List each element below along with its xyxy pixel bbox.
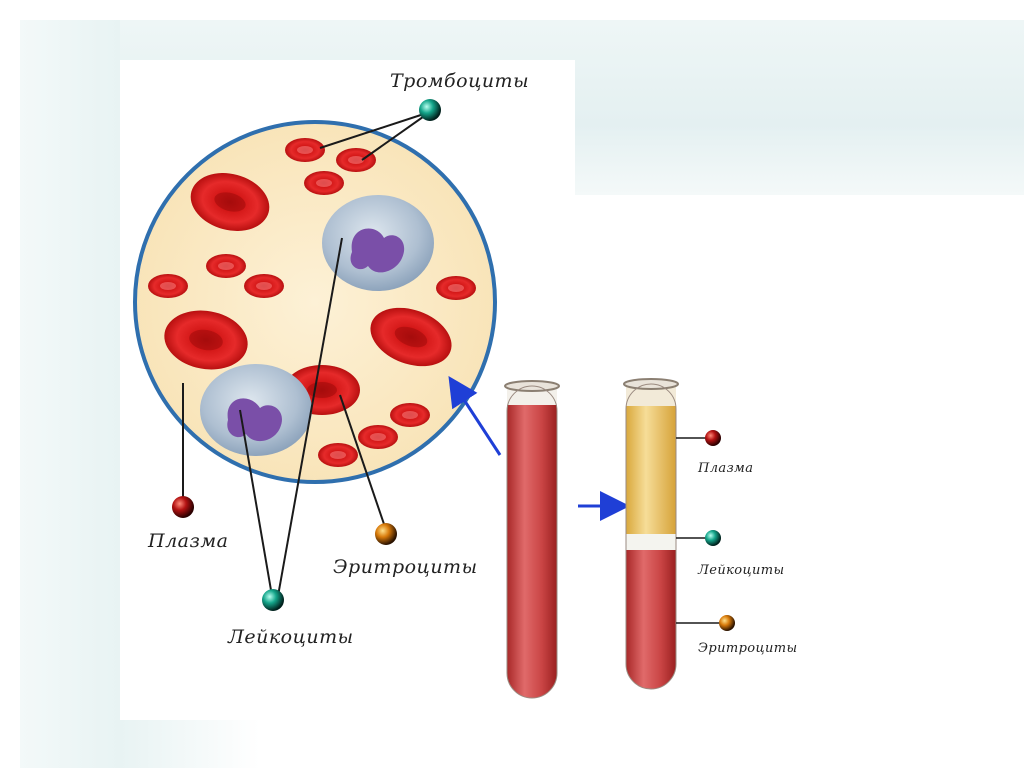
erythrocyte-cell bbox=[164, 310, 248, 370]
leukocyte-cell bbox=[322, 195, 434, 291]
erythrocyte-small bbox=[244, 274, 284, 298]
erythrocyte-small bbox=[390, 403, 430, 427]
plasma-marker-icon bbox=[172, 496, 194, 518]
erythrocyte-small bbox=[436, 276, 476, 300]
label-plasma: Плазма bbox=[148, 530, 229, 552]
platelet-cell bbox=[285, 138, 325, 162]
tube-plasma-marker-icon bbox=[705, 430, 721, 446]
leukocyte-cell bbox=[200, 364, 312, 456]
tube-label-erythrocytes: Эритроциты bbox=[698, 641, 798, 656]
label-leukocytes: Лейкоциты bbox=[228, 626, 354, 648]
erythrocyte-cell bbox=[190, 173, 270, 231]
erythrocyte-small bbox=[318, 443, 358, 467]
erythrocyte-small bbox=[358, 425, 398, 449]
background-band-bottom bbox=[120, 720, 260, 768]
leader-lines bbox=[182, 111, 431, 597]
tube-erythrocytes-marker-icon bbox=[719, 615, 735, 631]
magnify-arrow bbox=[448, 375, 502, 456]
label-erythrocytes: Эритроциты bbox=[333, 556, 478, 578]
background-band-left bbox=[20, 20, 120, 768]
whole-blood-tube bbox=[504, 380, 560, 699]
tube-leukocytes-marker-icon bbox=[705, 530, 721, 546]
erythrocyte-small bbox=[206, 254, 246, 278]
platelet-cell bbox=[304, 171, 344, 195]
tube-label-plasma: Плазма bbox=[698, 461, 754, 476]
separated-blood-tube bbox=[623, 378, 679, 690]
magnified-blood-sample bbox=[133, 120, 497, 484]
tube-label-leukocytes: Лейкоциты bbox=[698, 563, 785, 578]
leukocytes-marker-icon bbox=[262, 589, 284, 611]
tube-leader-lines bbox=[676, 437, 720, 624]
platelet-cell bbox=[336, 148, 376, 172]
erythrocytes-marker-icon bbox=[375, 523, 397, 545]
platelets-marker-icon bbox=[419, 99, 441, 121]
erythrocyte-small bbox=[148, 274, 188, 298]
label-platelets: Тромбоциты bbox=[390, 70, 530, 92]
erythrocyte-cell bbox=[370, 307, 452, 367]
